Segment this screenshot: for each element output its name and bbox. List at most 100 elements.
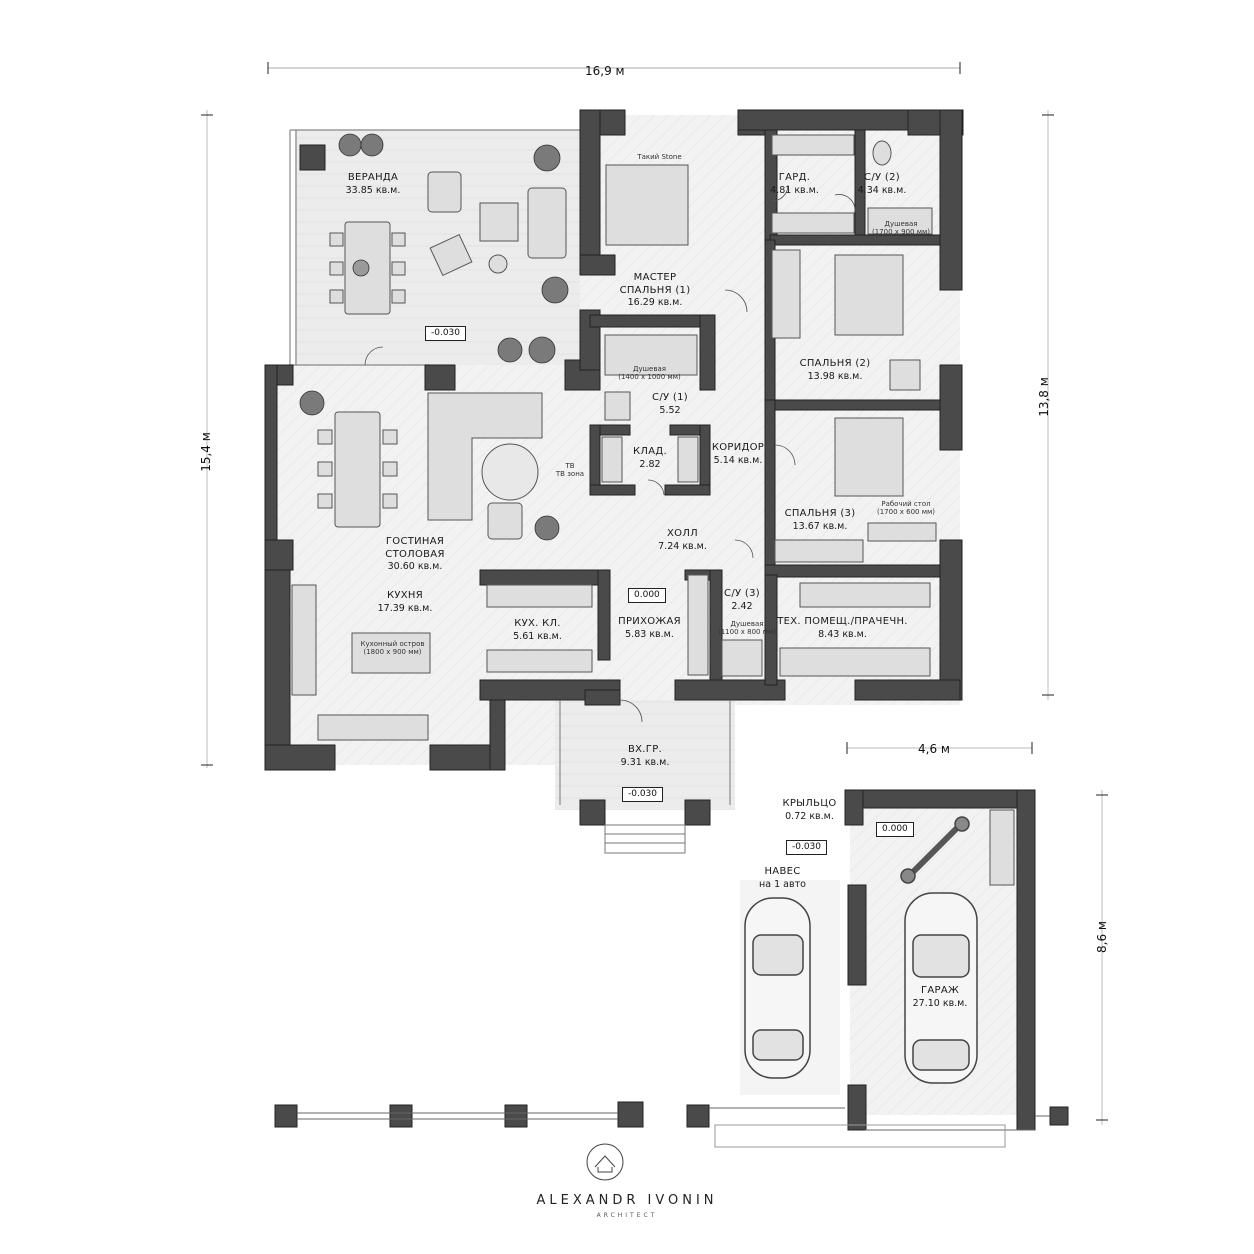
garage-shelf	[989, 809, 1015, 886]
coffee-table	[479, 202, 519, 242]
kitchen-counter-bottom	[317, 714, 429, 741]
note-tv: ТВ ТВ зона	[555, 462, 585, 479]
room-name: ГАРАЖ	[920, 985, 960, 996]
wardrobe-3	[774, 539, 864, 563]
room-living: ГОСТИНАЯ СТОЛОВАЯ 30.60 кв.м.	[365, 536, 465, 573]
note-text: ТВ	[565, 462, 575, 470]
note-text: Душевая	[884, 220, 918, 228]
desk-3	[867, 522, 937, 542]
note-shower-2: Душевая (1700 x 900 мм)	[862, 220, 940, 237]
room-master-bedroom: МАСТЕР СПАЛЬНЯ (1) 16.29 кв.м.	[600, 272, 710, 309]
note-text: Душевая	[633, 365, 666, 373]
room-area: 13.98 кв.м.	[807, 370, 863, 382]
room-area: 33.85 кв.м.	[345, 184, 401, 196]
room-area: 13.67 кв.м.	[792, 520, 848, 532]
note-shower-3: Душевая (1100 x 800 мм)	[718, 620, 776, 637]
room-name: ВЕРАНДА	[347, 172, 399, 183]
room-bath-3: С/У (3) 2.42	[717, 588, 767, 612]
storage-shelf-2	[677, 436, 699, 483]
doors	[364, 184, 856, 723]
veranda-railing	[289, 129, 580, 366]
gard-shelf	[771, 134, 855, 156]
room-area: 7.24 кв.м.	[658, 540, 707, 552]
lounge-sofa	[527, 187, 567, 259]
shower-3	[721, 639, 763, 677]
room-name: ТЕХ. ПОМЕЩ./ПРАЧЕЧН.	[777, 616, 908, 627]
room-name-2: на 1 авто	[759, 878, 806, 890]
toilet-2	[872, 140, 892, 166]
pantry-shelf-2	[486, 649, 593, 673]
room-name: СПАЛЬНЯ (2)	[799, 358, 871, 369]
room-area: 27.10 кв.м.	[912, 997, 968, 1009]
room-corridor: КОРИДОР 5.14 кв.м.	[702, 442, 774, 466]
shower-2	[867, 207, 933, 235]
room-pantry: КУХ. КЛ. 5.61 кв.м.	[500, 618, 575, 642]
room-area: 16.29 кв.м.	[627, 297, 683, 308]
room-name: СПАЛЬНЯ (3)	[784, 508, 856, 519]
room-bedroom-3: СПАЛЬНЯ (3) 13.67 кв.м.	[770, 508, 870, 532]
room-area: 30.60 кв.м.	[387, 561, 443, 572]
note-size: (1100 x 800 мм)	[718, 628, 777, 637]
level-entry-hall: 0.000	[628, 588, 666, 603]
room-area: 4.81 кв.м.	[770, 184, 819, 196]
room-name-2: СПАЛЬНЯ (1)	[619, 284, 691, 296]
room-veranda: ВЕРАНДА 33.85 кв.м.	[318, 172, 428, 196]
level-garage: 0.000	[876, 822, 914, 837]
room-carport: НАВЕС на 1 авто	[745, 866, 820, 890]
kitchen-island	[351, 632, 431, 674]
bath3-shelf	[687, 574, 709, 676]
note-size: (1700 x 600 мм)	[876, 508, 936, 517]
cars	[744, 816, 978, 1084]
level-porch: -0.030	[786, 840, 828, 855]
room-area: 5.83 кв.м.	[625, 628, 674, 640]
room-name: КРЫЛЬЦО	[782, 798, 837, 809]
brand-subtitle: ARCHITECT	[596, 1212, 658, 1219]
room-area: 17.39 кв.м.	[377, 602, 433, 614]
bed-3	[834, 417, 904, 497]
room-name: ГАРД.	[778, 172, 811, 183]
room-bedroom-2: СПАЛЬНЯ (2) 13.98 кв.м.	[785, 358, 885, 382]
armchair-2	[889, 359, 921, 391]
room-kitchen: КУХНЯ 17.39 кв.м.	[355, 590, 455, 614]
dimension-garage-width: 4,6 м	[918, 742, 950, 756]
pantry-shelf	[486, 584, 593, 608]
motorcycle	[902, 817, 968, 883]
room-area: 2.42	[731, 600, 753, 612]
room-area: 5.61 кв.м.	[513, 630, 562, 642]
note-text: Кухонный остров	[360, 640, 425, 648]
note-island: Кухонный остров (1800 x 900 мм)	[355, 640, 430, 657]
room-area: 8.43 кв.м.	[818, 628, 867, 640]
tech-appliances	[779, 647, 931, 677]
dimension-garage-height: 8,6 м	[1094, 921, 1109, 953]
lounge-chair	[427, 171, 462, 213]
note-size: (1700 x 900 мм)	[871, 228, 931, 237]
room-entrance: ВХ.ГР. 9.31 кв.м.	[605, 744, 685, 768]
fence	[297, 1107, 1050, 1148]
wardrobe-2	[771, 249, 801, 339]
note-text: Душевая	[730, 620, 764, 628]
room-porch: КРЫЛЬЦО 0.72 кв.м.	[772, 798, 847, 822]
veranda-chairs	[329, 232, 406, 304]
swing-chair	[429, 233, 473, 277]
level-entrance: -0.030	[622, 787, 664, 802]
tech-cabinets	[799, 582, 931, 608]
room-area: 5.52	[659, 404, 681, 416]
room-bath-2: С/У (2) 4.34 кв.м.	[842, 172, 922, 196]
room-area: 5.14 кв.м.	[713, 454, 763, 466]
room-name: КУХ. КЛ.	[514, 618, 561, 629]
dimension-left: 15,4 м	[198, 432, 213, 472]
dimension-top: 16,9 м	[585, 64, 625, 78]
room-area: 4.34 кв.м.	[857, 184, 907, 196]
room-entry-hall: ПРИХОЖАЯ 5.83 кв.м.	[612, 616, 687, 640]
dimension-lines	[201, 62, 1108, 1125]
architect-logo-icon	[586, 1143, 624, 1181]
note-size: ТВ зона	[555, 470, 585, 479]
note-bed-master: Такий Stone	[637, 153, 682, 161]
furniture	[291, 134, 1015, 886]
entrance-steps	[559, 700, 731, 854]
room-area: 0.72 кв.м.	[785, 810, 834, 822]
room-garage: ГАРАЖ 27.10 кв.м.	[900, 985, 980, 1009]
room-name-2: СТОЛОВАЯ	[385, 548, 445, 560]
plants	[299, 133, 569, 541]
room-area: 2.82	[639, 458, 661, 470]
